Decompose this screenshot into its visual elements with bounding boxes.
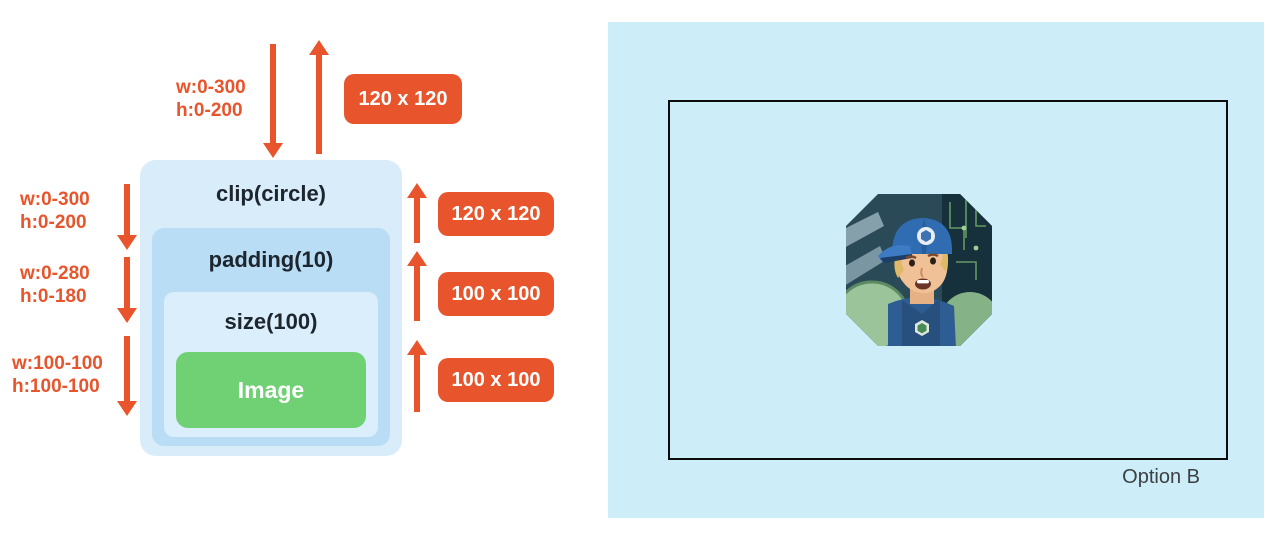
- size-box-label: size(100): [224, 309, 318, 334]
- padding-box: padding(10) size(100) Image: [152, 228, 390, 446]
- size-badge-right-1: 120 x 120: [438, 192, 554, 236]
- top-up-arrow-icon: [309, 40, 329, 154]
- constraint-frame: [668, 100, 1228, 460]
- clip-box: clip(circle) padding(10) size(100) Image: [140, 160, 402, 456]
- arrow-head: [407, 183, 427, 198]
- arrow-head: [263, 143, 283, 158]
- arrow-head: [309, 40, 329, 55]
- option-b-caption: Option B: [1122, 466, 1200, 488]
- size-badge-right-3: 100 x 100: [438, 358, 554, 402]
- arrow-stem: [124, 184, 130, 237]
- arrow-stem: [316, 53, 322, 154]
- right-up-arrow-icon-1: [407, 183, 427, 243]
- arrow-head: [407, 251, 427, 266]
- constraint-label-top: w:0-300 h:0-200: [176, 77, 246, 122]
- size-badge-top: 120 x 120: [344, 74, 462, 124]
- size-box: size(100) Image: [164, 292, 378, 437]
- arrow-head: [407, 340, 427, 355]
- right-up-arrow-icon-2: [407, 251, 427, 321]
- image-box: Image: [176, 352, 366, 428]
- arrow-head: [117, 308, 137, 323]
- constraint-label-left-3: w:100-100 h:100-100: [12, 353, 103, 398]
- left-down-arrow-icon-1: [117, 184, 137, 250]
- size-badge-right-2: 100 x 100: [438, 272, 554, 316]
- character-image: [846, 194, 992, 346]
- arrow-stem: [414, 353, 420, 412]
- arrow-stem: [124, 336, 130, 403]
- arrow-stem: [414, 264, 420, 321]
- arrow-stem: [414, 196, 420, 243]
- top-down-arrow-icon: [263, 44, 283, 158]
- left-down-arrow-icon-3: [117, 336, 137, 416]
- preview-panel: Option B: [608, 22, 1264, 518]
- arrow-stem: [124, 257, 130, 310]
- constraint-label-left-2: w:0-280 h:0-180: [20, 263, 90, 308]
- arrow-head: [117, 401, 137, 416]
- left-down-arrow-icon-2: [117, 257, 137, 323]
- arrow-head: [117, 235, 137, 250]
- padding-box-label: padding(10): [208, 247, 334, 272]
- arrow-stem: [270, 44, 276, 145]
- constraint-label-left-1: w:0-300 h:0-200: [20, 189, 90, 234]
- clip-box-label: clip(circle): [215, 181, 327, 206]
- right-up-arrow-icon-3: [407, 340, 427, 412]
